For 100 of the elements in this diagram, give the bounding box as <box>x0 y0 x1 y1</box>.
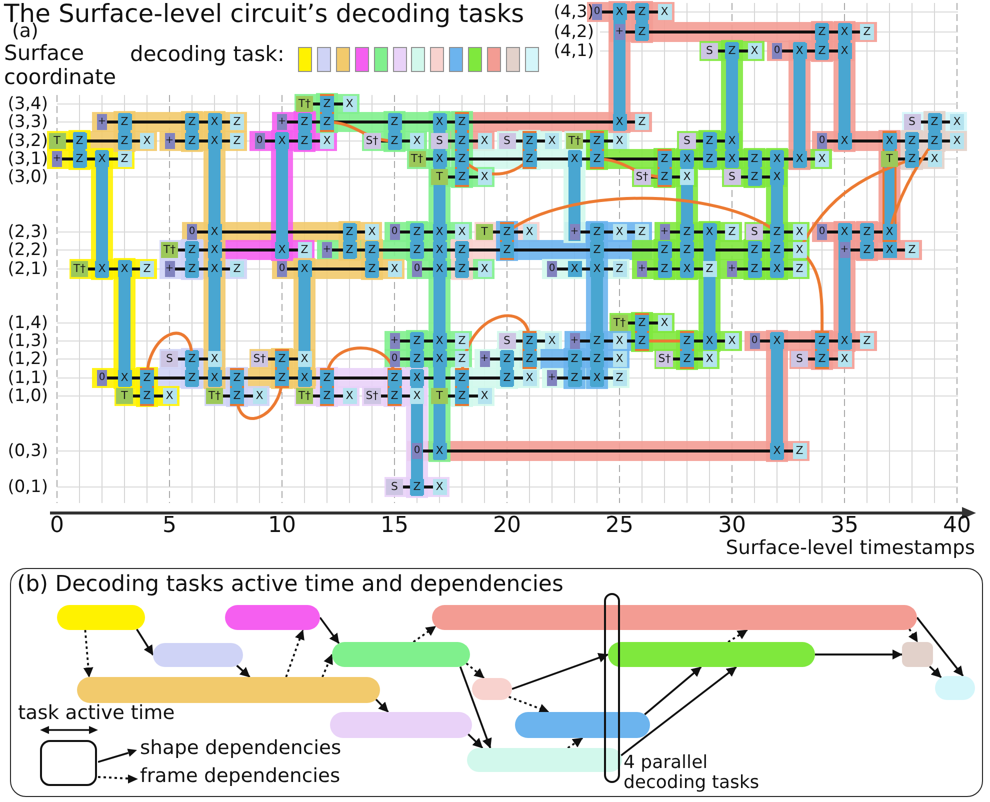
gate-label: X <box>432 443 446 459</box>
gate-label: X <box>702 224 716 240</box>
gate-label: + <box>547 370 557 386</box>
legend-label: frame dependencies <box>140 765 340 787</box>
dependency-arrow <box>236 664 250 678</box>
gate-label: Z <box>500 242 514 258</box>
gate-label: Z <box>320 96 334 112</box>
gate-label: X <box>252 388 266 404</box>
gate-label: S† <box>364 388 380 404</box>
gate-label: Z <box>658 151 672 167</box>
gate-label: X <box>612 224 626 240</box>
gate-label: X <box>838 333 852 349</box>
gate-label: Z <box>680 242 694 258</box>
gate-label: Z <box>230 133 244 149</box>
gate-label: + <box>480 351 490 367</box>
gate-label: S <box>431 133 448 149</box>
dependency-arrow <box>928 666 942 678</box>
gate-label: + <box>570 333 580 349</box>
task-bar <box>332 642 470 666</box>
gate-label: X <box>770 261 784 277</box>
gate-label: + <box>840 242 850 258</box>
gate-label: X <box>702 351 716 367</box>
gate-label: X <box>545 333 559 349</box>
gate-label: X <box>792 224 806 240</box>
dependency-arrow <box>644 666 702 716</box>
dependency-arrow <box>512 653 608 690</box>
gate-label: Z <box>815 351 829 367</box>
coordinate-label: (2,2) <box>8 241 48 259</box>
gate-label: Z <box>658 169 672 185</box>
dependency-arrow <box>459 666 492 748</box>
gate-label: + <box>727 261 737 277</box>
gate-label: 0 <box>750 333 760 349</box>
gate-label: Z <box>905 151 919 167</box>
coordinate-label: (4,3) <box>554 3 594 21</box>
gate-label: Z <box>455 388 469 404</box>
gate-label: Z <box>185 114 199 130</box>
gate-label: X <box>95 151 109 167</box>
gate-label: 0 <box>187 224 197 240</box>
gate-label: Z <box>455 151 469 167</box>
tick-label: 10 <box>268 514 296 537</box>
gate-label: Z <box>388 370 402 386</box>
annotation-text: 4 parallel decoding tasks <box>624 752 760 792</box>
gate-label: T <box>881 151 898 167</box>
gate-label: X <box>140 133 154 149</box>
gate-label: + <box>52 151 62 167</box>
gate-label: 0 <box>772 43 782 59</box>
coordinate-label: (0,3) <box>8 442 48 460</box>
gate-label: S <box>701 43 718 59</box>
gate-label: X <box>410 370 424 386</box>
gate-label: T† <box>71 261 88 277</box>
gate-label: X <box>478 133 492 149</box>
gate-label: 0 <box>592 4 602 20</box>
gate-label: X <box>410 388 424 404</box>
task-bar <box>56 604 144 630</box>
coordinate-label: (3,4) <box>8 95 48 113</box>
gate-label: Z <box>455 242 469 258</box>
tick-label: 0 <box>50 514 64 537</box>
gate-label: X <box>792 242 806 258</box>
gate-label: Z <box>298 133 312 149</box>
gate-label: Z <box>72 151 86 167</box>
coordinate-label: (2,3) <box>8 223 48 241</box>
gate-label: T† <box>566 133 583 149</box>
gate-label: Z <box>410 479 424 495</box>
gate-label: X <box>162 388 176 404</box>
gate-label: X <box>320 133 334 149</box>
gate-label: T† <box>161 242 178 258</box>
gate-label: + <box>390 333 400 349</box>
gate-label: 0 <box>97 370 107 386</box>
gate-label: Z <box>792 261 806 277</box>
gate-label: 0 <box>254 133 264 149</box>
gate-label: Z <box>658 261 672 277</box>
gate-label: Z <box>522 351 536 367</box>
gate-label: T† <box>296 96 313 112</box>
gate-label: X <box>658 315 672 331</box>
gate-label: X <box>590 261 604 277</box>
gate-label: X <box>478 388 492 404</box>
gate-label: Z <box>365 242 379 258</box>
gate-label: Z <box>185 133 199 149</box>
dependency-arrow <box>83 630 94 678</box>
gate-label: Z <box>860 242 874 258</box>
gate-label: X <box>298 261 312 277</box>
dependency-arrow <box>466 662 485 679</box>
gate-label: S <box>724 169 740 185</box>
gate-label: X <box>792 151 806 167</box>
gate-label: S <box>498 333 516 349</box>
gate-label: Z <box>320 388 334 404</box>
gate-label: Z <box>410 351 424 367</box>
gate-label: Z <box>455 351 469 367</box>
gate-label: Z <box>365 261 379 277</box>
gate-label: Z <box>185 370 199 386</box>
task-bar <box>152 642 242 666</box>
gate-label: X <box>208 133 222 149</box>
gate-label: X <box>545 133 559 149</box>
task-bar <box>76 676 380 702</box>
gate-label: X <box>702 333 716 349</box>
task-bar <box>224 604 320 630</box>
gate-label: Z <box>522 133 536 149</box>
gate-label: Z <box>680 224 694 240</box>
gate-label: X <box>118 261 132 277</box>
task-bar <box>902 642 932 666</box>
